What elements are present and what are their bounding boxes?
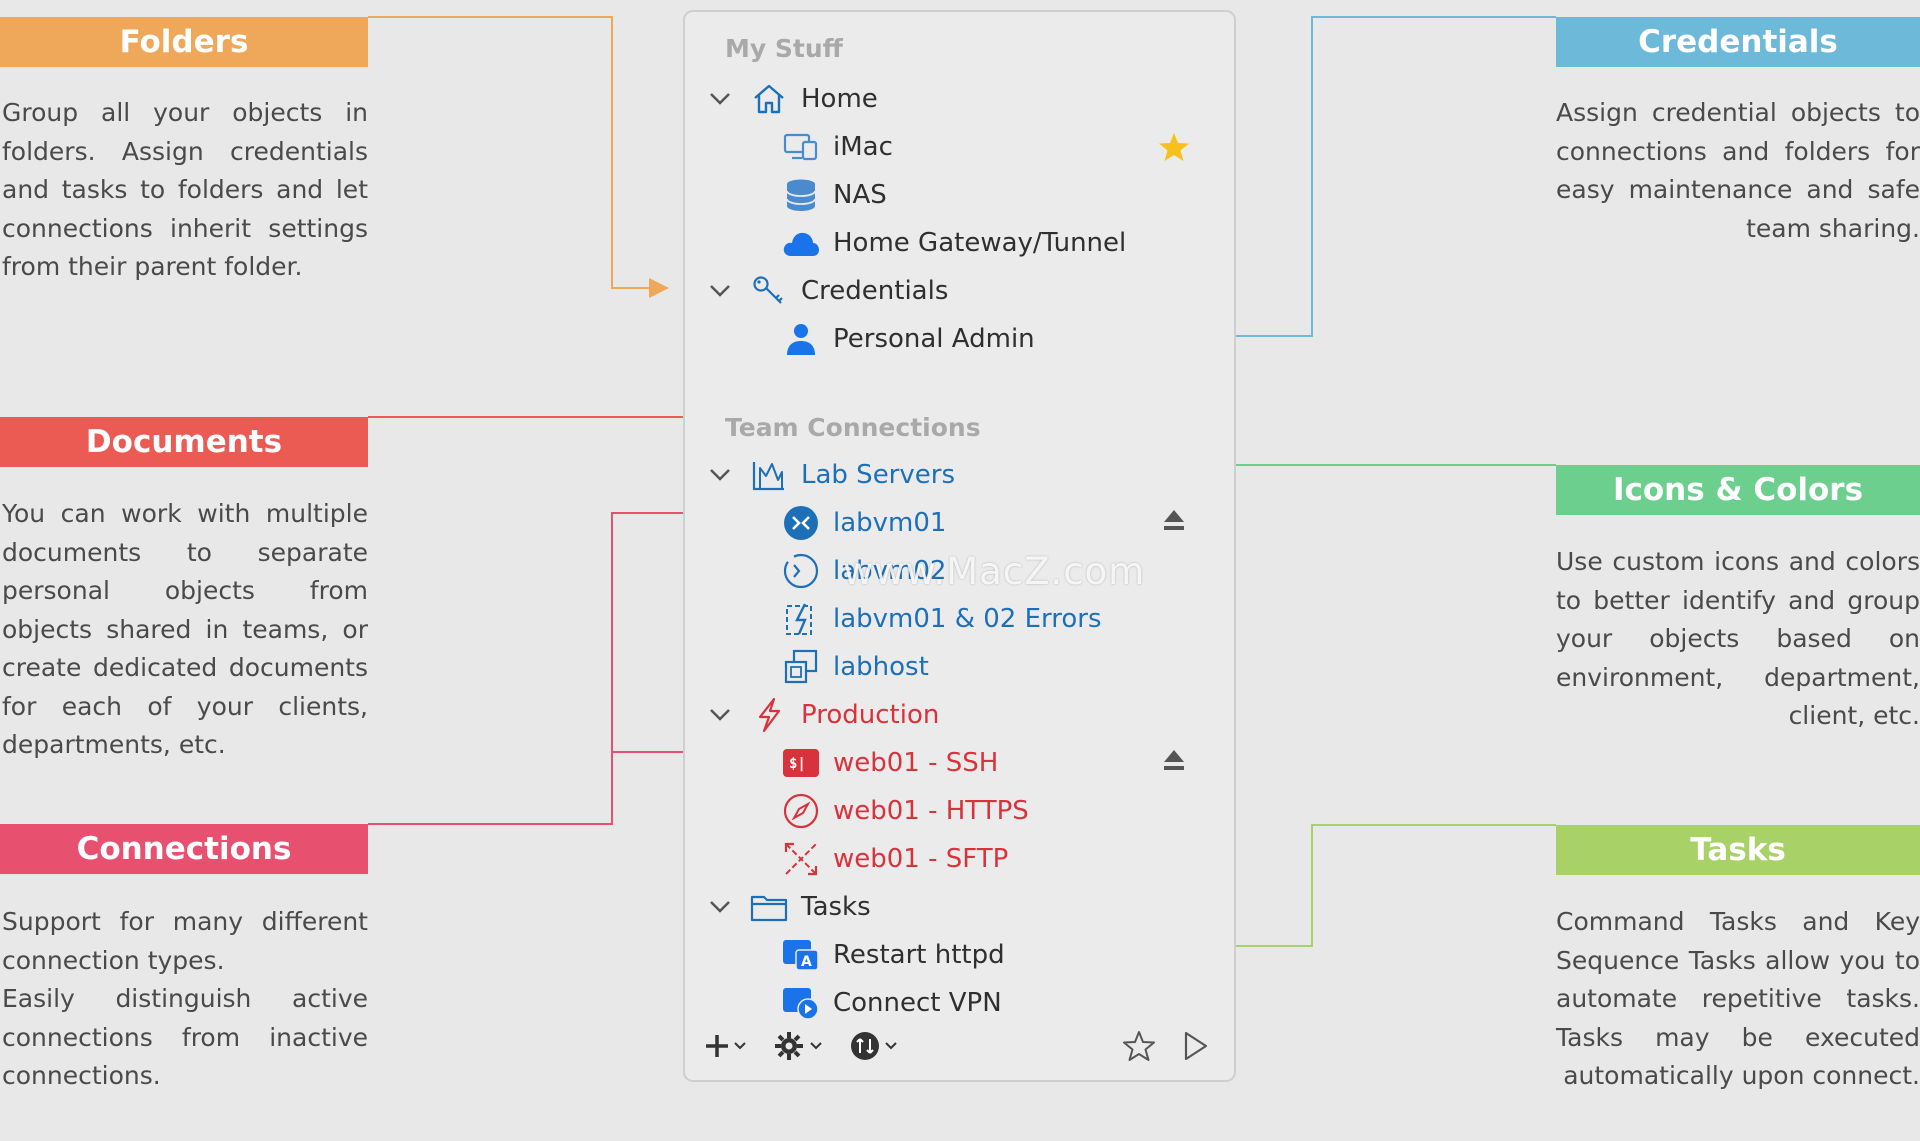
connection-labvm-errors-label: labvm01 & 02 Errors <box>833 604 1102 634</box>
svg-text:$|: $| <box>789 756 806 772</box>
item-home-gateway-label: Home Gateway/Tunnel <box>833 228 1127 258</box>
tasks-header: Tasks <box>1556 825 1920 875</box>
folders-connector <box>368 16 669 298</box>
sync-icon <box>851 1032 897 1060</box>
gear-icon <box>775 1032 822 1060</box>
credentials-description: Assign credential objects to connections… <box>1556 98 1920 243</box>
folder-production-label: Production <box>801 700 940 730</box>
folder-tasks[interactable]: Tasks <box>710 887 871 927</box>
folder-icon <box>749 887 789 927</box>
host-windows-icon <box>781 647 821 687</box>
folder-lab-servers[interactable]: Lab Servers <box>710 455 955 495</box>
item-imac-label: iMac <box>833 132 893 162</box>
item-imac[interactable]: iMac <box>781 127 893 167</box>
keys-icon <box>749 271 789 311</box>
connection-labvm01-label: labvm01 <box>833 508 947 538</box>
connection-labvm02[interactable]: labvm02 <box>781 551 946 591</box>
monitor-icon <box>781 127 821 167</box>
documents-description: You can work with multiple documents to … <box>2 499 368 759</box>
remote-desktop-icon <box>781 503 821 543</box>
panel-toolbar <box>685 1018 1234 1080</box>
folder-lab-servers-label: Lab Servers <box>801 460 955 490</box>
command-task-icon: A <box>781 935 821 975</box>
connection-web01-ssh[interactable]: $| web01 - SSH <box>781 743 998 783</box>
eject-icon[interactable] <box>1162 508 1186 539</box>
favorite-star-icon[interactable] <box>1158 131 1190 168</box>
icons-colors-description: Use custom icons and colors to better id… <box>1556 547 1920 730</box>
folder-credentials-label: Credentials <box>801 276 949 306</box>
favorites-button[interactable] <box>1122 1028 1156 1064</box>
credentials-header: Credentials <box>1556 17 1920 67</box>
folder-production[interactable]: Production <box>710 695 940 735</box>
connection-web01-sftp[interactable]: web01 - SFTP <box>781 839 1008 879</box>
icons-colors-header: Icons & Colors <box>1556 465 1920 515</box>
folders-header: Folders <box>0 17 368 67</box>
connections-description: Support for many different connection ty… <box>2 903 368 1096</box>
file-transfer-icon <box>781 839 821 879</box>
lab-flask-icon <box>749 455 789 495</box>
connections-description-line-1: Support for many different connection ty… <box>2 907 368 975</box>
chevron-down-icon[interactable] <box>709 887 731 927</box>
item-nas-label: NAS <box>833 180 887 210</box>
plus-icon <box>706 1035 746 1057</box>
connections-header: Connections <box>0 824 368 874</box>
sync-menu-button[interactable] <box>850 1028 904 1064</box>
task-connect-vpn-label: Connect VPN <box>833 988 1002 1018</box>
connection-web01-ssh-label: web01 - SSH <box>833 748 999 778</box>
folder-tasks-label: Tasks <box>801 892 871 922</box>
lightning-icon <box>749 695 789 735</box>
connection-labvm02-label: labvm02 <box>833 556 947 586</box>
folders-description: Group all your objects in folders. Assig… <box>2 98 368 281</box>
item-home-gateway[interactable]: Home Gateway/Tunnel <box>781 223 1126 263</box>
settings-menu-button[interactable] <box>775 1028 829 1064</box>
documents-header: Documents <box>0 417 368 467</box>
connections-description-line-2: Easily distinguish active connections fr… <box>2 984 368 1090</box>
error-log-icon <box>781 599 821 639</box>
connection-labhost[interactable]: labhost <box>781 647 929 687</box>
connect-button[interactable] <box>1182 1028 1210 1064</box>
folder-home-label: Home <box>801 84 878 114</box>
navigation-panel: My Stuff Home iMac NAS Home Gateway/Tunn… <box>683 10 1236 1082</box>
item-personal-admin-label: Personal Admin <box>833 324 1035 354</box>
connection-labvm01[interactable]: labvm01 <box>781 503 946 543</box>
tasks-description: Command Tasks and Key Sequence Tasks all… <box>1556 907 1920 1090</box>
database-icon <box>781 175 821 215</box>
task-restart-httpd-label: Restart httpd <box>833 940 1005 970</box>
connection-labhost-label: labhost <box>833 652 929 682</box>
cloud-icon <box>781 223 821 263</box>
remote-desktop-outline-icon <box>781 551 821 591</box>
connection-web01-sftp-label: web01 - SFTP <box>833 844 1009 874</box>
task-connect-vpn[interactable]: Connect VPN <box>781 983 1002 1023</box>
chevron-down-icon[interactable] <box>709 455 731 495</box>
terminal-icon: $| <box>781 743 821 783</box>
add-menu-button[interactable] <box>705 1028 755 1064</box>
connection-labvm-errors[interactable]: labvm01 & 02 Errors <box>781 599 1102 639</box>
section-my-stuff: My Stuff <box>725 34 843 63</box>
compass-icon <box>781 791 821 831</box>
connection-web01-https[interactable]: web01 - HTTPS <box>781 791 1029 831</box>
play-icon <box>1184 1031 1208 1061</box>
chevron-down-icon[interactable] <box>709 695 731 735</box>
watermark-text: www.MacZ.com <box>843 550 1146 593</box>
person-icon <box>781 319 821 359</box>
svg-text:A: A <box>801 954 812 970</box>
sequence-task-icon <box>781 983 821 1023</box>
chevron-down-icon[interactable] <box>709 271 731 311</box>
section-team-connections: Team Connections <box>725 413 981 442</box>
item-personal-admin[interactable]: Personal Admin <box>781 319 1035 359</box>
connection-web01-https-label: web01 - HTTPS <box>833 796 1029 826</box>
folder-credentials[interactable]: Credentials <box>710 271 949 311</box>
folder-home[interactable]: Home <box>710 79 878 119</box>
task-restart-httpd[interactable]: A Restart httpd <box>781 935 1005 975</box>
house-icon <box>749 79 789 119</box>
star-outline-icon <box>1123 1031 1155 1061</box>
eject-icon[interactable] <box>1162 748 1186 779</box>
item-nas[interactable]: NAS <box>781 175 887 215</box>
chevron-down-icon[interactable] <box>709 79 731 119</box>
